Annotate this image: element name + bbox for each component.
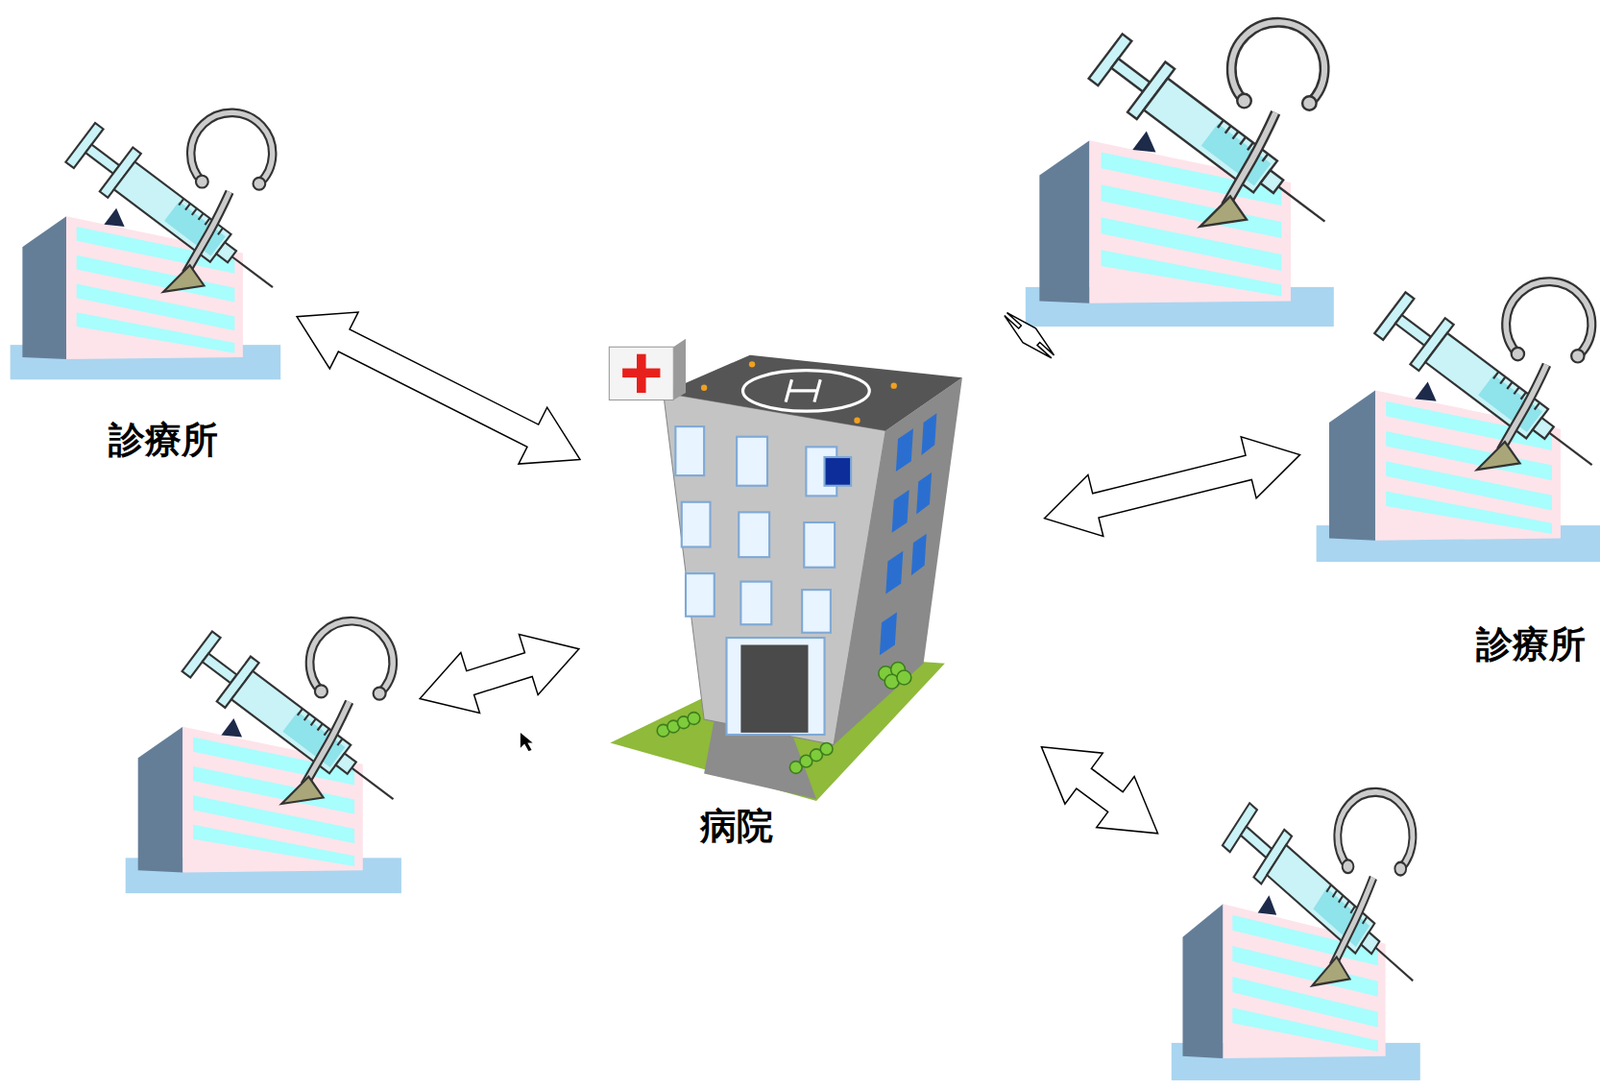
clinic-node: 診療所 [10,101,282,380]
clinic-node [1171,780,1419,1090]
node-label: 診療所 [1476,625,1586,666]
clinic-node [125,611,404,883]
clinic-node: 診療所 [1316,270,1600,560]
double-arrow [1004,313,1055,359]
node-label: 病院 [700,806,774,848]
hospital-node: 病院 [595,355,1028,798]
double-arrow [1041,747,1158,834]
double-arrow [419,634,580,714]
clinic-node [1025,10,1339,322]
node-label: 診療所 [108,420,219,461]
double-arrow [1043,436,1300,537]
double-arrow [296,312,581,464]
